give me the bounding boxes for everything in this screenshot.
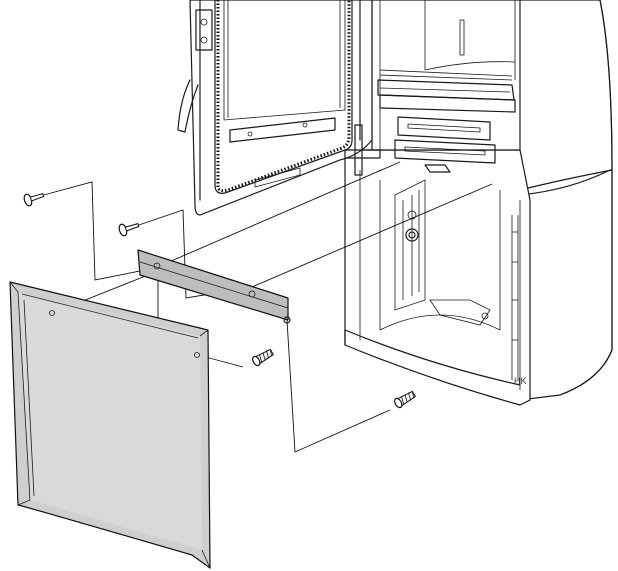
screw-top-left [23,193,45,207]
mounting-bracket [137,249,291,324]
firebox-slot-upper [397,116,491,141]
stove-cavity [344,149,531,406]
door-seal [216,0,351,193]
stove-right-rib [511,215,519,380]
screw-lower-right [394,390,417,409]
front-cover-panel [9,281,211,569]
screw-top-mid [118,223,140,237]
maker-mark: HK [514,376,527,386]
firebox-slot-lower [394,139,496,164]
stove-outer-shell [519,0,613,401]
door-handle [344,124,381,176]
door-hinge [177,9,213,133]
open-door [177,0,381,216]
stove-body: HK [344,0,613,406]
stove-inner-divider [359,170,521,390]
door-glass [214,0,353,194]
stove-cavity-floor [344,329,521,386]
lever [424,164,451,173]
screw-lower-mid [252,348,275,367]
stove-shell-edge [519,169,611,196]
stove-shell-right [559,0,613,396]
cavity-grate [394,179,426,311]
firebox [371,0,521,173]
cavity-floor-plate [429,299,491,326]
